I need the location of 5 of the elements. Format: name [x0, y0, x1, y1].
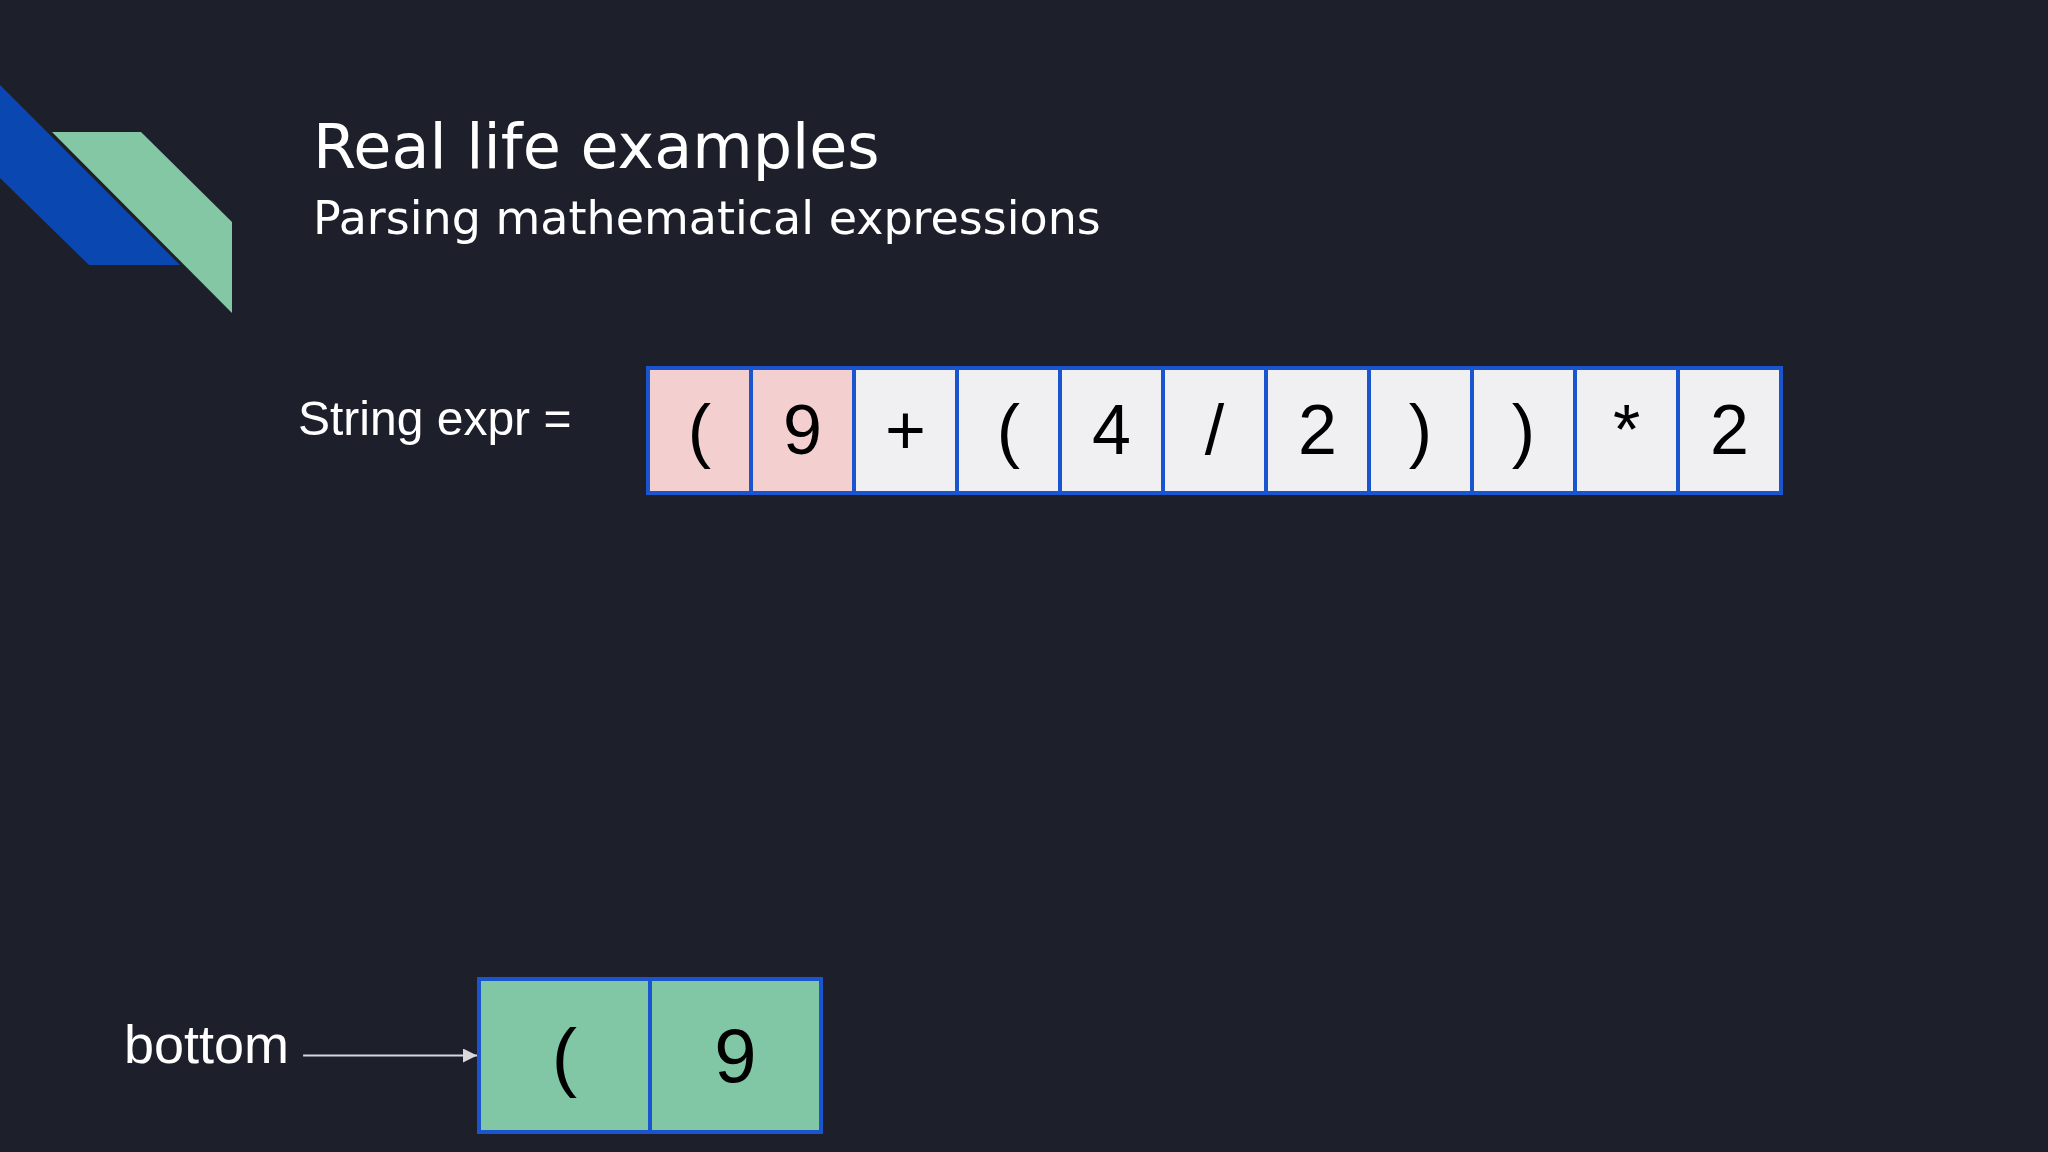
slide-subtitle: Parsing mathematical expressions	[313, 191, 1101, 247]
variable-label: String expr =	[298, 391, 572, 447]
arrow	[302, 1048, 478, 1063]
slide-title: Real life examples	[313, 110, 880, 185]
pointer-label: bottom	[124, 1012, 290, 1077]
